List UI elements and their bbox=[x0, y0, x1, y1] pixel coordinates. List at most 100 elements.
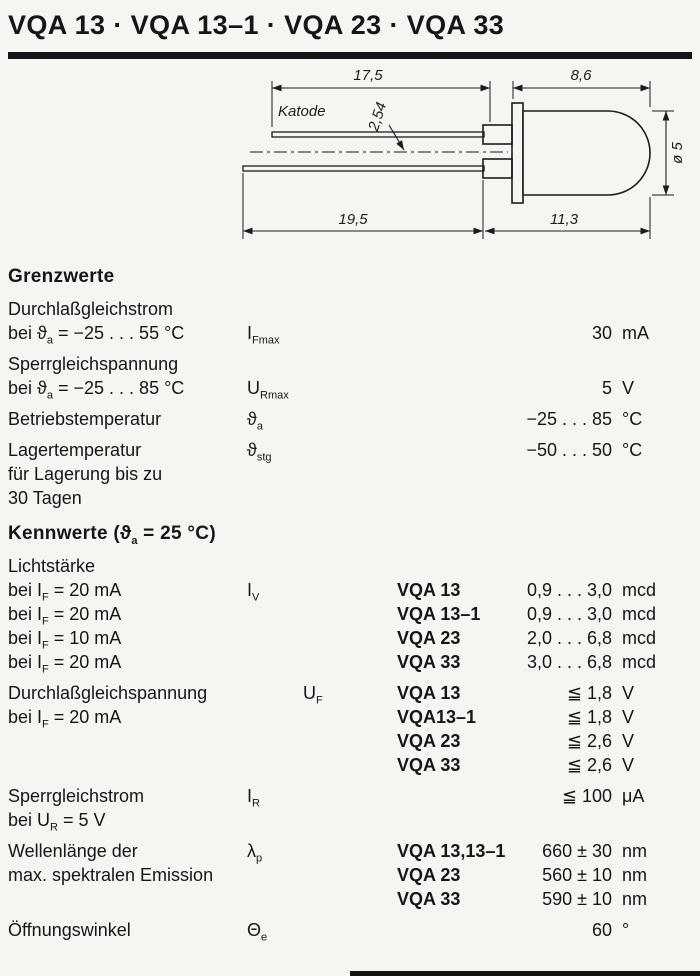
param-unit: nm bbox=[622, 865, 648, 885]
param-condition: bei ϑa = −25 . . . 55 °C bbox=[8, 323, 185, 347]
param-value: 660 ± 30 bbox=[542, 841, 612, 861]
param-value: 3,0 . . . 6,8 bbox=[526, 652, 612, 672]
param-name: max. spektralen Emission bbox=[8, 865, 214, 885]
param-unit: °C bbox=[622, 440, 643, 460]
param-value: ≦ 2,6 bbox=[566, 755, 612, 775]
device-type: VQA13–1 bbox=[397, 707, 477, 727]
param-name: Öffnungswinkel bbox=[8, 920, 131, 940]
param-condition: bei IF = 20 mA bbox=[8, 580, 122, 604]
block-lichtstaerke: Lichtstärke bei IF = 20 mA IV VQA 13 0,9… bbox=[8, 554, 692, 676]
led-body bbox=[511, 102, 651, 204]
param-value: 560 ± 10 bbox=[542, 865, 612, 885]
device-type: VQA 13 bbox=[397, 580, 461, 600]
param-symbol: IR bbox=[247, 786, 260, 810]
led-drawing-svg: Katode 17,5 8,6 2,54 bbox=[242, 67, 686, 239]
block-sperrgleichstrom: Sperrgleichstrom IR ≦ 100 μA bei UR = 5 … bbox=[8, 784, 692, 834]
block-oeffnungswinkel: Öffnungswinkel Θe 60 ° bbox=[8, 918, 692, 944]
param-symbol: ϑa bbox=[247, 409, 263, 433]
param-name: Durchlaßgleichspannung bbox=[8, 683, 208, 703]
param-value: 5 bbox=[601, 378, 612, 398]
row-sperrgleichspannung: Sperrgleichspannung bei ϑa = −25 . . . 8… bbox=[8, 352, 692, 402]
param-name: Sperrgleichspannung bbox=[8, 354, 179, 374]
param-name: Sperrgleichstrom bbox=[8, 786, 145, 806]
param-condition: bei UR = 5 V bbox=[8, 810, 106, 834]
param-value: ≦ 100 bbox=[561, 786, 612, 806]
param-unit: μA bbox=[622, 786, 645, 806]
dim-8-6-label: 8,6 bbox=[571, 67, 593, 84]
device-type: VQA 33 bbox=[397, 889, 461, 909]
kennwerte-section: Kennwerte (ϑa = 25 °C) Lichtstärke bei I… bbox=[8, 523, 692, 944]
param-value: −50 . . . 50 bbox=[526, 440, 612, 460]
param-condition: bei IF = 10 mA bbox=[8, 628, 122, 652]
dimension-diameter: ø 5 bbox=[652, 110, 686, 196]
param-unit: mcd bbox=[622, 652, 657, 672]
dim-11-3-label: 11,3 bbox=[550, 211, 579, 228]
param-unit: mcd bbox=[622, 604, 657, 624]
param-name: Durchlaßgleichstrom bbox=[8, 299, 174, 319]
device-type: VQA 23 bbox=[397, 865, 461, 885]
block-wellenlaenge: Wellenlänge der λp VQA 13,13–1 660 ± 30 … bbox=[8, 839, 692, 911]
bottom-page-rule bbox=[350, 971, 700, 976]
param-unit: nm bbox=[622, 889, 648, 909]
row-durchlassgleichstrom: Durchlaßgleichstrom bei ϑa = −25 . . . 5… bbox=[8, 297, 692, 347]
param-condition: bei IF = 20 mA bbox=[8, 604, 122, 628]
device-type: VQA 33 bbox=[397, 652, 461, 672]
row-betriebstemperatur: Betriebstemperatur ϑa −25 . . . 85 °C bbox=[8, 407, 692, 433]
param-value: ≦ 1,8 bbox=[566, 707, 612, 727]
param-unit: V bbox=[622, 378, 635, 398]
param-symbol: ϑstg bbox=[247, 440, 272, 464]
param-symbol: IFmax bbox=[247, 323, 280, 347]
device-type: VQA 13 bbox=[397, 683, 461, 703]
param-value: 2,0 . . . 6,8 bbox=[526, 628, 612, 648]
param-value: 0,9 . . . 3,0 bbox=[526, 580, 612, 600]
param-value: 0,9 . . . 3,0 bbox=[526, 604, 612, 624]
param-name: Wellenlänge der bbox=[8, 841, 138, 861]
cathode-lead bbox=[271, 131, 485, 138]
param-unit: mA bbox=[622, 323, 649, 343]
param-unit: V bbox=[622, 683, 635, 703]
led-flange bbox=[511, 102, 524, 204]
param-symbol: UF bbox=[303, 683, 323, 707]
param-name: Lagertemperatur bbox=[8, 440, 142, 460]
param-unit: mcd bbox=[622, 628, 657, 648]
param-symbol: URmax bbox=[247, 378, 289, 402]
device-type: VQA 13,13–1 bbox=[397, 841, 506, 861]
param-symbol: Θe bbox=[247, 920, 268, 944]
param-value: ≦ 2,6 bbox=[566, 731, 612, 751]
anode-lead bbox=[242, 165, 485, 172]
dimension-lead-pitch: 2,54 bbox=[365, 100, 405, 151]
title-rule bbox=[8, 52, 692, 59]
device-type: VQA 23 bbox=[397, 731, 461, 751]
param-unit: °C bbox=[622, 409, 643, 429]
param-condition: bei IF = 20 mA bbox=[8, 652, 122, 676]
dimension-lead-length-top: 17,5 bbox=[271, 67, 491, 127]
param-condition: bei IF = 20 mA bbox=[8, 707, 122, 731]
param-value: 590 ± 10 bbox=[542, 889, 612, 909]
row-lagertemperatur: Lagertemperatur ϑstg −50 . . . 50 °C für… bbox=[8, 438, 692, 510]
dim-diameter-label: ø 5 bbox=[669, 142, 686, 164]
device-type: VQA 33 bbox=[397, 755, 461, 775]
block-durchlassgleichspannung: Durchlaßgleichspannung UF VQA 13 ≦ 1,8 V… bbox=[8, 681, 692, 777]
param-value: 60 bbox=[591, 920, 612, 940]
katode-label: Katode bbox=[278, 103, 326, 120]
grenzwerte-heading: Grenzwerte bbox=[8, 266, 115, 287]
param-unit: ° bbox=[622, 920, 630, 940]
param-condition: bei ϑa = −25 . . . 85 °C bbox=[8, 378, 185, 402]
param-unit: V bbox=[622, 707, 635, 727]
dim-2-54-label: 2,54 bbox=[365, 100, 391, 134]
param-value: −25 . . . 85 bbox=[526, 409, 612, 429]
param-value: 30 bbox=[591, 323, 612, 343]
param-note: für Lagerung bis zu bbox=[8, 464, 163, 484]
device-type: VQA 13–1 bbox=[397, 604, 481, 624]
param-symbol: λp bbox=[247, 841, 263, 865]
page-title: VQA 13 · VQA 13–1 · VQA 23 · VQA 33 bbox=[8, 10, 505, 40]
dim-19-5-label: 19,5 bbox=[338, 211, 368, 228]
led-dome bbox=[522, 110, 651, 196]
grenzwerte-section: Grenzwerte Durchlaßgleichstrom bei ϑa = … bbox=[8, 266, 692, 510]
param-symbol: IV bbox=[247, 580, 260, 604]
led-package-drawing: Katode 17,5 8,6 2,54 bbox=[8, 61, 692, 253]
param-value: ≦ 1,8 bbox=[566, 683, 612, 703]
dim-17-5-label: 17,5 bbox=[353, 67, 383, 84]
param-unit: mcd bbox=[622, 580, 657, 600]
